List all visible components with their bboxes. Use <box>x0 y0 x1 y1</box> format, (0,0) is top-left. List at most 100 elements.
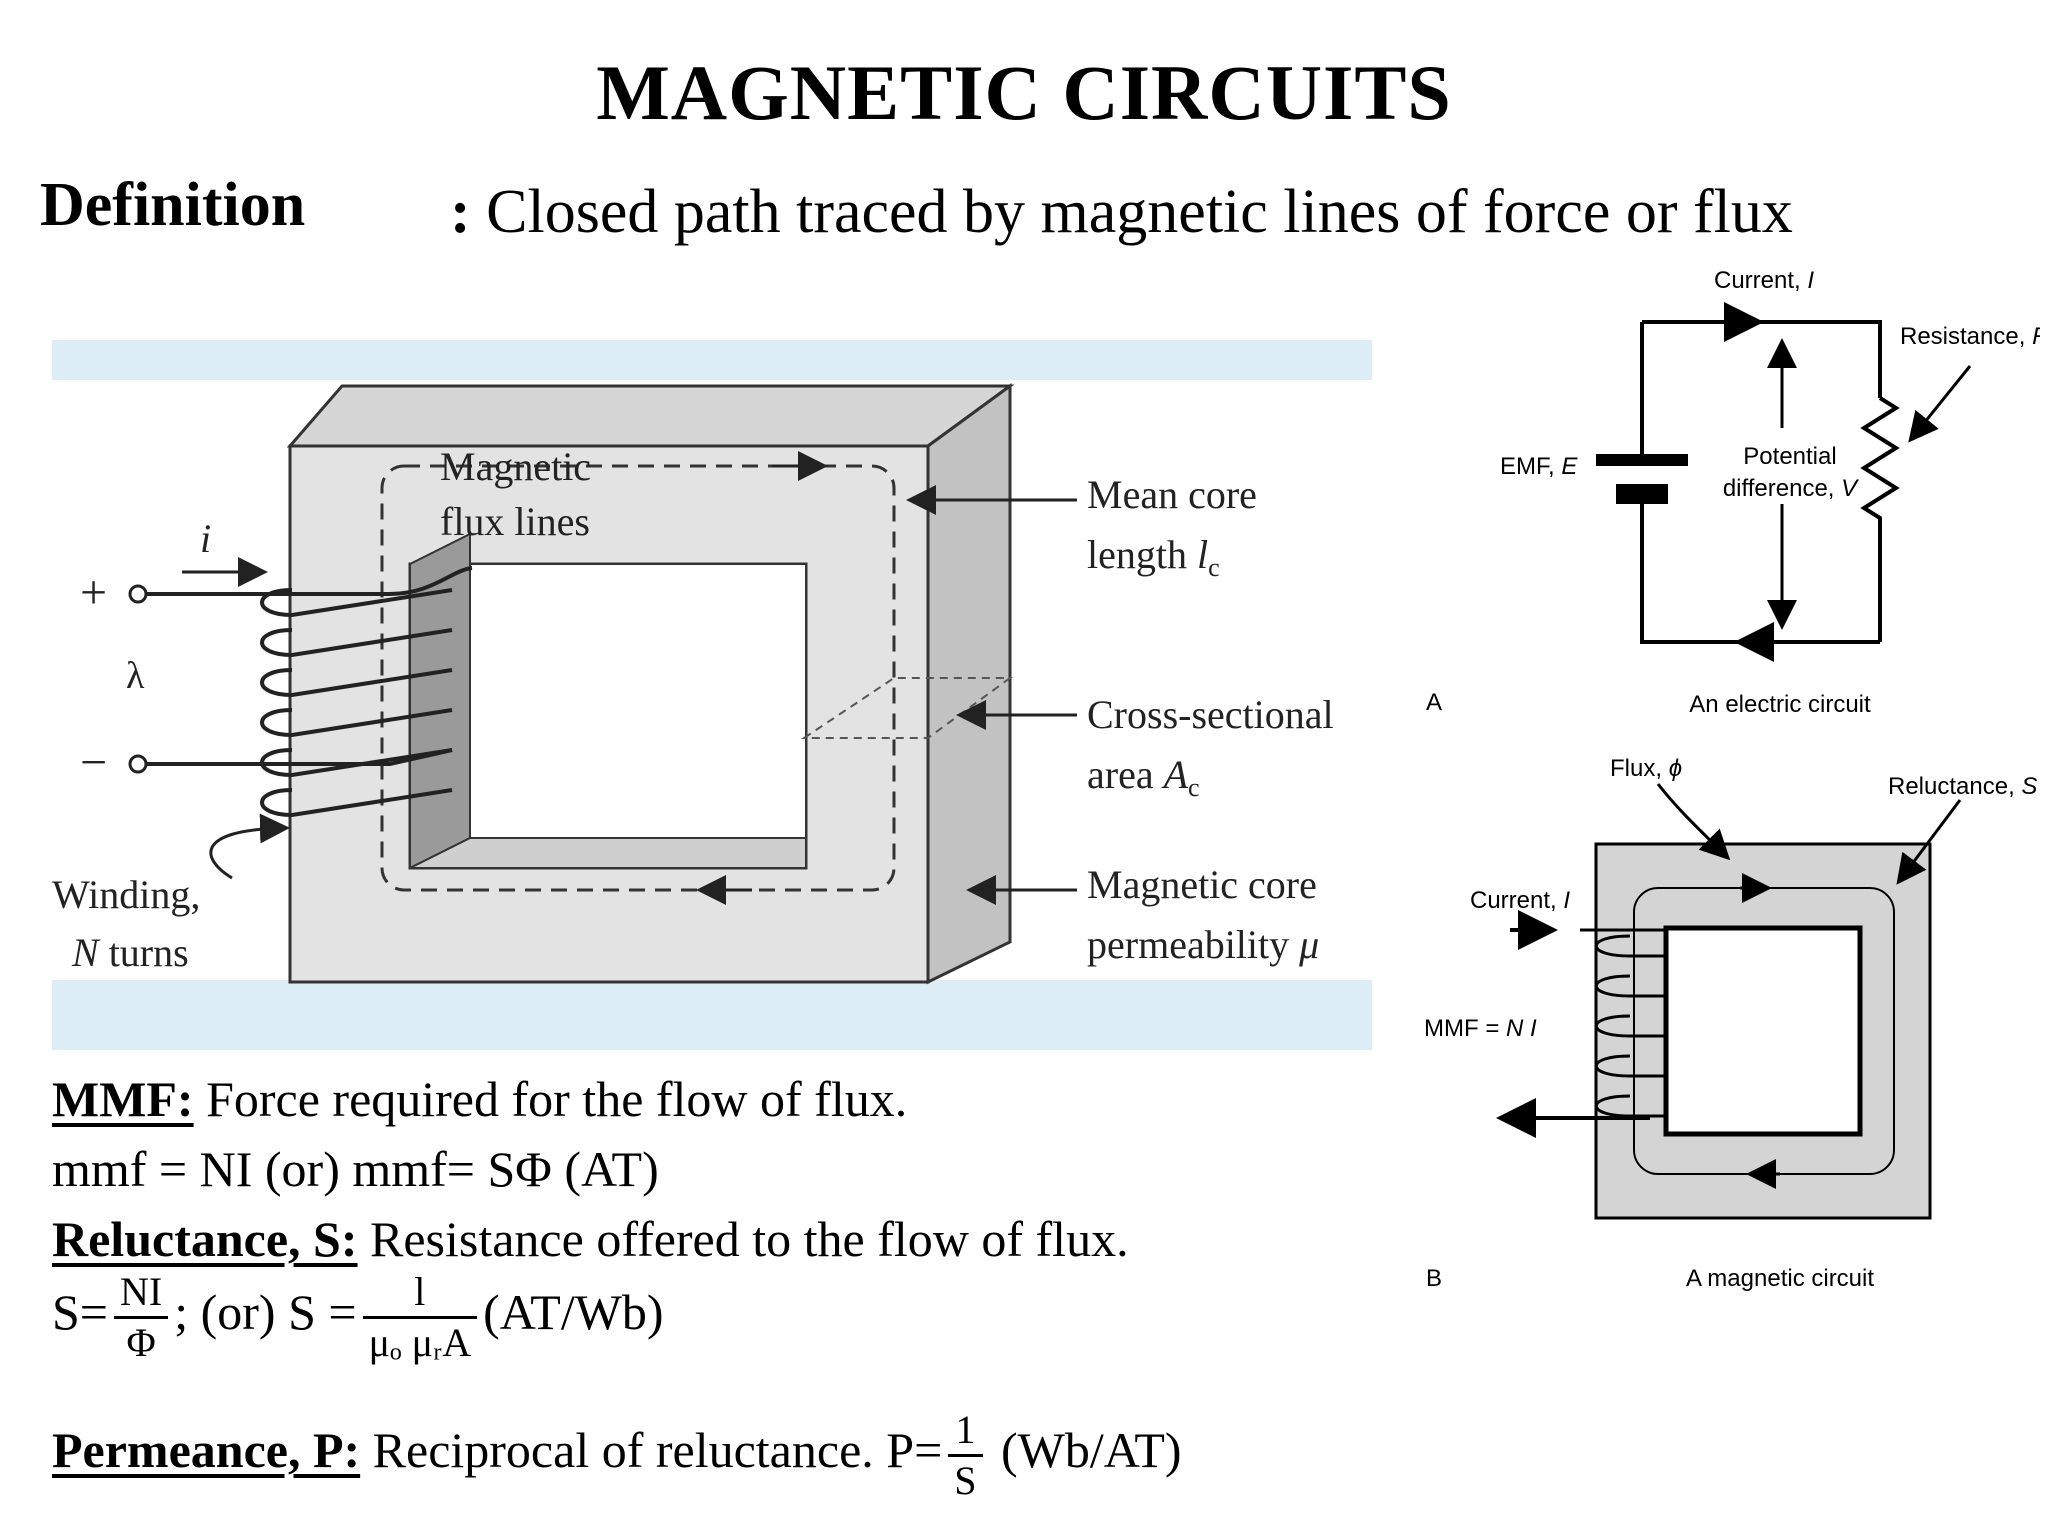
fraction-mu-a-denominator: μₒ μᵣA <box>362 1316 478 1363</box>
reluctance-text: Reluctance, <box>1888 773 2015 800</box>
p-equals: P= <box>886 1421 943 1478</box>
flux-label: Flux, ϕ <box>1610 755 1682 782</box>
flux-path <box>380 464 896 892</box>
flux-label-1: Magnetic <box>440 444 591 489</box>
flux-symbol: ϕ <box>1669 755 1682 782</box>
cross-label-2: area Ac <box>1087 752 1200 802</box>
permeance-line: Permeance, P: Reciprocal of reluctance. … <box>52 1410 1182 1501</box>
reluctance-line: Reluctance, S: Resistance offered to the… <box>52 1210 1129 1268</box>
resistance-text: Resistance, <box>1900 323 2025 350</box>
core-side-face <box>926 383 1012 985</box>
flux-label-2: flux lines <box>440 499 590 544</box>
mean-core-length-text: length <box>1087 532 1187 577</box>
figure-band-top <box>52 340 1372 380</box>
fraction-l-numerator: l <box>414 1269 426 1314</box>
current-text: Current, <box>1714 267 1801 294</box>
current-symbol: I <box>1563 887 1570 914</box>
reluctance-symbol: S <box>2021 773 2037 800</box>
reluctance-pointer <box>1896 799 1962 885</box>
reluctance-unit: (AT/Wb) <box>483 1283 664 1340</box>
pd-label-2: difference, V <box>1723 475 1859 502</box>
reluctance-text: Resistance offered to the flow of flux. <box>370 1211 1129 1267</box>
reluctance-label: Reluctance, S <box>1888 773 2037 800</box>
cross-area-text: area <box>1087 752 1154 797</box>
current-symbol: I <box>1807 267 1814 294</box>
emf-symbol: E <box>1561 453 1578 480</box>
definition-text: : Closed path traced by magnetic lines o… <box>450 170 1830 254</box>
definition-term: Definition <box>40 171 306 239</box>
figure-band-bottom <box>52 980 1372 1050</box>
window-bottom-depth <box>409 837 807 869</box>
pd-symbol: V <box>1841 475 1859 502</box>
fraction-one-numerator: 1 <box>955 1407 976 1452</box>
mean-core-label-2: length lc <box>1087 532 1220 582</box>
perm-label-2: permeability μ <box>1087 922 1319 967</box>
definition-colon: : <box>450 178 471 246</box>
perm-symbol: μ <box>1298 922 1319 967</box>
winding-pointer <box>209 813 290 880</box>
mmf-symbol: N I <box>1506 1015 1537 1042</box>
cross-label-1: Cross-sectional <box>1087 692 1334 737</box>
resistance-pointer <box>1908 365 1972 443</box>
winding-turns-text: turns <box>109 930 189 975</box>
flux-pointer <box>1656 783 1731 861</box>
fraction-phi-denominator: Φ <box>114 1316 169 1363</box>
terminal-plus <box>128 584 148 604</box>
flux-text: Flux, <box>1610 755 1662 782</box>
cross-symbol: A <box>1161 752 1189 797</box>
mmf-line: MMF: Force required for the flow of flux… <box>52 1070 907 1128</box>
figure-b-caption: A magnetic circuit <box>1686 1265 1874 1292</box>
resistance-label: Resistance, R <box>1900 323 2040 350</box>
magnetic-circuit-figure: Flux, ϕ Reluctance, S Current, I MMF = N… <box>1424 755 2037 1292</box>
current-label: i <box>200 516 211 561</box>
emf-label: EMF, E <box>1500 453 1578 480</box>
coil <box>1595 934 1666 1118</box>
fraction-s-denominator: S <box>948 1454 983 1501</box>
terminal-minus <box>128 754 148 774</box>
mmf-label: MMF = N I <box>1424 1015 1537 1042</box>
figure-a-letter: A <box>1426 689 1442 716</box>
current-text: Current, <box>1470 887 1557 914</box>
current-label: Current, I <box>1714 267 1814 294</box>
or-text: ; (or) S = <box>174 1283 357 1340</box>
mean-core-symbol: l <box>1197 532 1208 577</box>
winding-label-1: Winding, <box>52 872 200 917</box>
definition-body: Closed path traced by magnetic lines of … <box>486 178 1793 246</box>
pd-label-1: Potential <box>1743 443 1836 470</box>
cross-section <box>800 677 1014 739</box>
figure-a-caption: An electric circuit <box>1689 691 1871 718</box>
mmf-term: MMF: <box>52 1071 194 1127</box>
battery-plate-long <box>1596 454 1688 466</box>
wire-bottom <box>1640 498 1880 644</box>
lambda-label: λ <box>126 655 145 697</box>
mmf-formula: mmf = NI (or) mmf= SΦ (AT) <box>52 1141 659 1197</box>
cross-subscript: c <box>1188 773 1200 802</box>
resistance-symbol: R <box>2032 323 2040 350</box>
s-equals: S= <box>52 1283 109 1340</box>
figure-b-letter: B <box>1426 1265 1442 1292</box>
perm-text: permeability <box>1087 922 1289 967</box>
emf-text: EMF, <box>1500 453 1555 480</box>
electric-circuit-figure: Current, I Resistance, R EMF, E Potentia… <box>1426 267 2040 718</box>
mmf-text: Force required for the flow of flux. <box>206 1071 908 1127</box>
pd-text: difference, <box>1723 475 1835 502</box>
reluctance-term: Reluctance, S: <box>52 1211 358 1267</box>
wire-top <box>1642 320 1882 398</box>
mean-core-label-1: Mean core <box>1087 472 1257 517</box>
perm-label-1: Magnetic core <box>1087 862 1317 907</box>
page-title: MAGNETIC CIRCUITS <box>596 49 1452 136</box>
plus-label: + <box>80 566 107 619</box>
minus-label: − <box>80 736 107 789</box>
mmf-text: MMF = <box>1424 1015 1499 1042</box>
core-top-face <box>286 384 1015 448</box>
permeance-text: Reciprocal of reluctance. <box>372 1421 874 1478</box>
magnetic-core-figure: Magnetic flux lines Mean core length lc … <box>52 340 1372 1050</box>
fraction-ni-numerator: NI <box>120 1269 163 1314</box>
permeance-unit: (Wb/AT) <box>1001 1421 1182 1478</box>
window-opening <box>469 563 807 839</box>
window-left-depth <box>409 532 471 870</box>
mean-core-subscript: c <box>1208 553 1220 582</box>
